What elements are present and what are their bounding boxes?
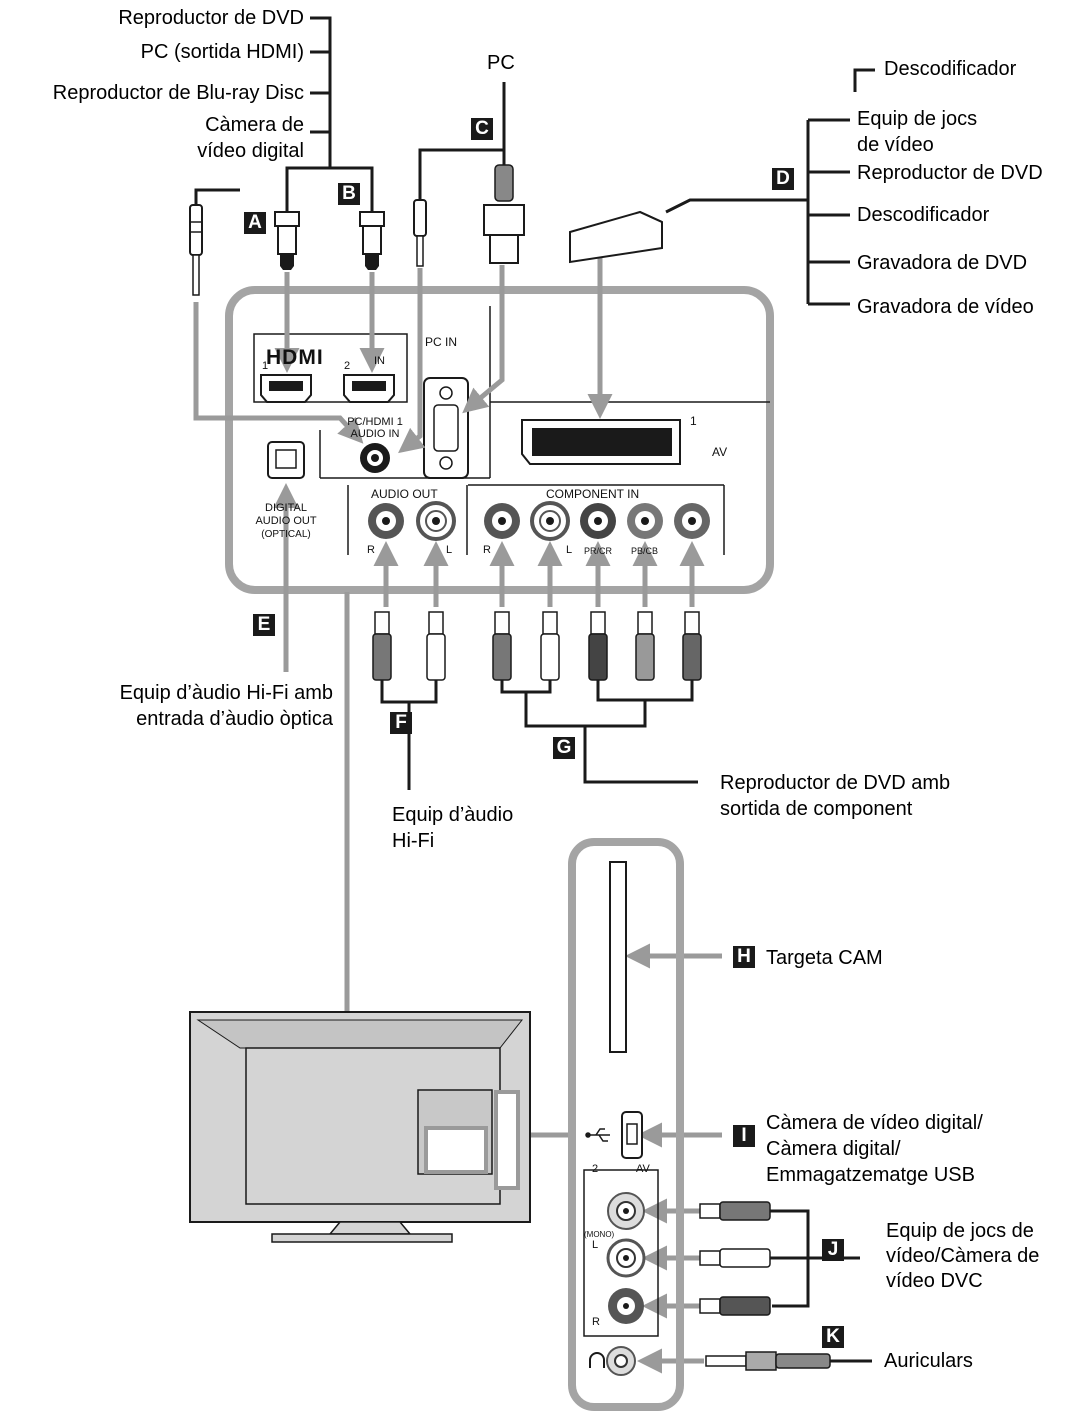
hdmi-plug-icon [359,211,385,270]
badge-h: H [733,946,755,968]
side-av-2: 2 [592,1163,599,1175]
side-av-l-jack [606,1238,646,1278]
hdmi-port-1 [260,374,312,403]
pc-hdmi-audio-line1: PC/HDMI 1 [347,416,403,428]
component-jack-r [484,503,520,539]
component-jack-y [674,503,710,539]
badge-j: J [822,1239,844,1261]
side-l: L [592,1239,599,1251]
hdmi-2-label: 2 [344,360,351,372]
side-av-r-jack [608,1288,644,1324]
optical-port-icon [267,441,305,479]
audio-out-jack-l [416,501,456,541]
hdmi-1-label: 1 [262,360,269,372]
digital-audio-out-1: DIGITAL [265,502,307,514]
component-pr: PR/CR [584,546,613,556]
side-panel [568,838,684,1411]
badge-b: B [338,183,360,205]
label-hifi-2: Hi-Fi [392,830,435,852]
audio-out-jack-r [368,503,404,539]
badge-g: G [553,737,575,759]
digital-audio-out-3: (OPTICAL) [261,529,311,540]
scart-port [521,419,681,465]
source-camera-line1: Càmera de [205,114,304,136]
component-l: L [566,544,573,556]
label-usb-2: Càmera digital/ [766,1138,901,1160]
component-jack-pr [580,503,616,539]
label-optical-2: entrada d’àudio òptica [136,708,333,730]
label-cam: Targeta CAM [766,947,883,969]
scart-source-games-1: Equip de jocs [857,108,978,130]
scart-plug-icon [569,210,663,264]
side-av-label: AV [636,1163,650,1175]
badge-d: D [772,168,794,190]
badge-i: I [733,1125,755,1147]
cable-lines [194,16,875,1363]
source-dvd-player: Reproductor de DVD [118,7,304,29]
minijack-plug-icon [413,199,427,267]
scart-source-vcr: Gravadora de vídeo [857,296,1034,318]
minijack-plug-icon [705,1351,831,1371]
source-pc-hdmi: PC (sortida HDMI) [140,41,304,63]
scart-source-dvd-recorder: Gravadora de DVD [857,252,1028,274]
component-r: R [483,544,491,556]
badge-f: F [390,712,412,734]
label-usb-3: Emmagatzematge USB [766,1164,975,1186]
badge-e: E [253,614,275,636]
scart-num-label: 1 [690,414,697,428]
hdmi-in-label: IN [374,355,385,367]
source-bluray: Reproductor de Blu-ray Disc [52,82,304,104]
pc-hdmi-audio-line2: AUDIO IN [350,428,400,440]
pc-in-label: PC IN [425,335,458,349]
side-av-box [583,1169,659,1337]
side-av-video-jack [607,1192,645,1230]
hdmi-plug-icon [274,211,300,270]
hdmi-port-2 [343,374,395,403]
audio-out-r: R [367,544,375,556]
badge-c: C [471,118,493,140]
digital-audio-out-2: AUDIO OUT [255,515,317,527]
scart-source-dvd: Reproductor de DVD [857,162,1043,184]
headphones-icon [589,1352,605,1368]
component-in-label: COMPONENT IN [546,487,640,501]
headphone-jack [606,1346,636,1376]
cam-slot [609,861,627,1053]
scart-source-games-2: de vídeo [857,134,934,156]
usb-icon [585,1128,610,1142]
audio-out-l: L [446,544,453,556]
component-jack-l [530,501,570,541]
label-pc: PC [487,52,515,74]
label-av2-2: vídeo/Càmera de [886,1245,1040,1267]
label-hifi-1: Equip d’àudio [392,804,514,826]
component-pb: PB/CB [631,546,659,556]
rca-plug-icon [372,611,702,681]
vga-plug-icon [483,164,525,264]
pc-audio-jack [360,443,390,473]
vga-port [423,377,469,479]
scart-source-decoder: Descodificador [857,204,990,226]
badge-k: K [822,1326,844,1348]
source-camera-line2: vídeo digital [197,140,304,162]
av-label: AV [712,445,728,459]
component-jack-pb [627,503,663,539]
tv-rear [189,1011,531,1243]
side-r: R [592,1316,600,1328]
label-optical-1: Equip d’àudio Hi-Fi amb [119,682,333,704]
label-component-1: Reproductor de DVD amb [720,772,951,794]
label-headphones: Auriculars [884,1350,973,1372]
badge-a: A [244,212,266,234]
audio-out-label: AUDIO OUT [371,487,438,501]
hdmi-logo: HDMI [266,346,324,369]
label-descodificador-top: Descodificador [884,58,1017,80]
label-av2-1: Equip de jocs de [886,1220,1034,1242]
minijack-plug-icon [189,204,203,296]
label-usb-1: Càmera de vídeo digital/ [766,1112,983,1134]
label-av2-3: vídeo DVC [886,1270,983,1292]
side-mono: (MONO) [584,1230,615,1239]
usb-port [621,1111,643,1159]
rca-plug-icon [699,1201,771,1316]
label-component-2: sortida de component [720,798,913,820]
